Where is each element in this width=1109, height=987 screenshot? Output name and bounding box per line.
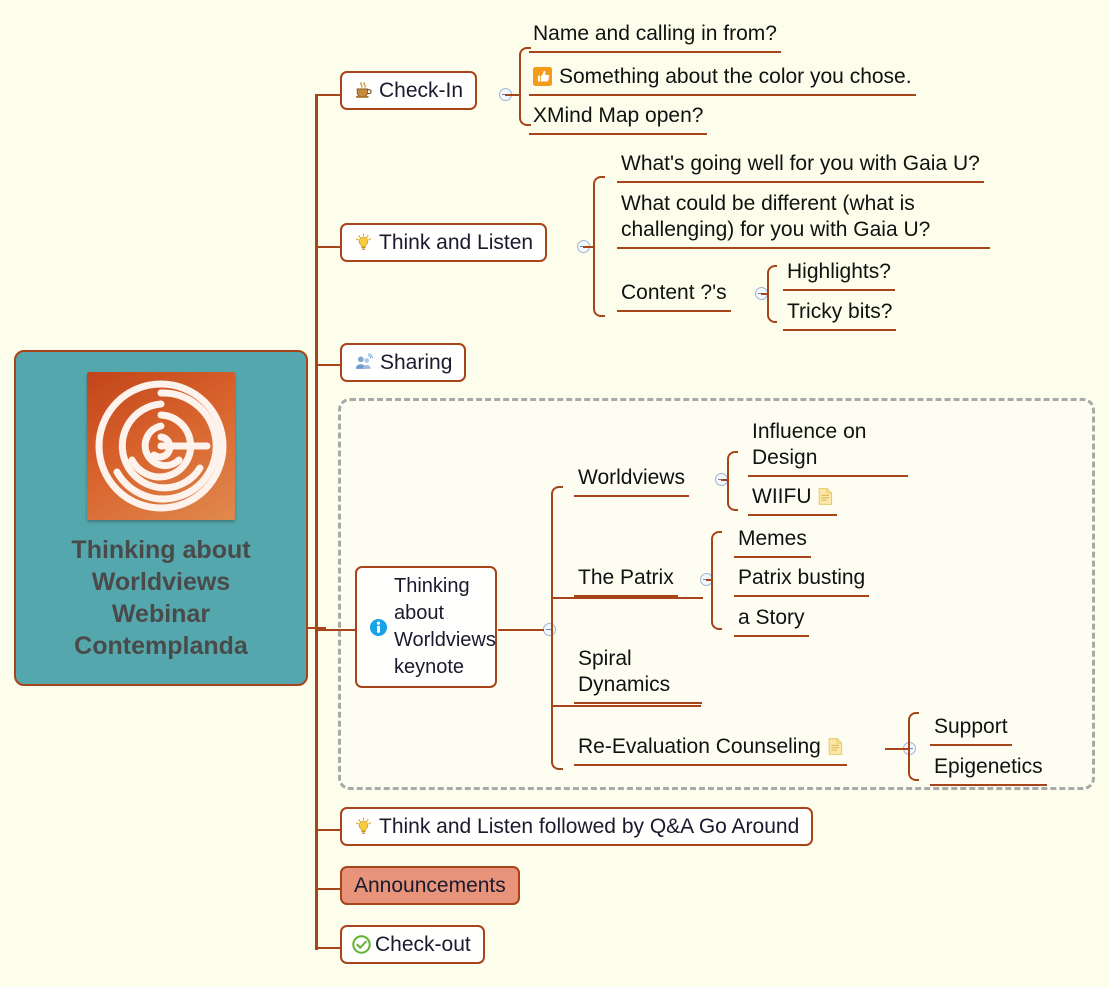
branch-link-check-out — [315, 947, 340, 949]
topic-label: Sharing — [380, 351, 453, 374]
elbow-think-bottom — [593, 245, 605, 317]
subline-check-in — [505, 94, 521, 96]
subtopic-spiral-dynamics[interactable]: Spiral Dynamics — [574, 645, 702, 704]
people-sharing-icon — [354, 353, 374, 372]
subtopic-influence-on-design[interactable]: Influence on Design — [748, 418, 908, 477]
branch-link-sharing — [315, 364, 340, 366]
topic-label: Think and Listen — [379, 231, 534, 254]
topic-check-in[interactable]: Check-In — [340, 71, 478, 111]
subtopic-tricky-bits[interactable]: Tricky bits? — [783, 298, 897, 331]
subtopic-memes[interactable]: Memes — [734, 525, 811, 558]
topic-keynote[interactable]: Thinking about Worldviews keynote — [355, 566, 497, 688]
subtopic-highlights[interactable]: Highlights? — [783, 258, 895, 291]
subline-think — [583, 246, 595, 248]
topic-label: Announcements — [354, 874, 506, 897]
branch-link-announce — [315, 888, 340, 890]
root-title: Thinking about Worldviews Webinar Contem… — [71, 536, 251, 660]
topic-label: Check-In — [379, 79, 464, 102]
lightbulb-icon — [354, 817, 373, 836]
branch-link-qa — [315, 829, 340, 831]
subtopic-patrix-busting[interactable]: Patrix busting — [734, 564, 870, 597]
subline-keynote — [498, 629, 544, 631]
green-check-icon — [351, 934, 372, 955]
topic-label: Thinking about Worldviews keynote — [394, 575, 496, 678]
elbow-content-top — [767, 265, 777, 294]
elbow-think-top — [593, 176, 605, 247]
subline-content — [761, 293, 769, 295]
subtopic-content-questions[interactable]: Content ?'s — [617, 279, 731, 312]
subtopic-going-well[interactable]: What's going well for you with Gaia U? — [617, 150, 984, 183]
coffee-cup-icon — [354, 81, 373, 100]
topic-think-and-listen[interactable]: Think and Listen — [340, 223, 548, 263]
note-icon — [818, 488, 833, 506]
elbow-patrix-top — [711, 531, 722, 580]
root-topic[interactable]: Thinking about Worldviews Webinar Contem… — [14, 350, 308, 686]
info-icon — [369, 618, 388, 637]
subtopic-worldviews[interactable]: Worldviews — [574, 464, 689, 497]
topic-label: Think and Listen followed by Q&A Go Arou… — [379, 815, 800, 838]
subtopic-epigenetics[interactable]: Epigenetics — [930, 753, 1047, 786]
subline-worldviews-link — [721, 479, 729, 481]
subtopic-wiifu[interactable]: WIIFU — [748, 483, 838, 516]
topic-label: Check-out — [375, 933, 471, 956]
subline-patrix-link — [706, 579, 712, 581]
labyrinth-logo — [87, 372, 235, 520]
subline-the-patrix — [553, 597, 703, 599]
elbow-rec-top — [908, 712, 919, 749]
topic-sharing[interactable]: Sharing — [340, 343, 467, 383]
elbow-worldviews-bottom — [727, 478, 738, 511]
elbow-patrix-bottom — [711, 578, 722, 630]
subline-spiral — [553, 705, 701, 707]
lightbulb-icon — [354, 233, 373, 252]
branch-link-keynote — [315, 629, 355, 631]
branch-link-check-in — [315, 94, 340, 96]
topic-check-out[interactable]: Check-out — [340, 925, 485, 965]
subtopic-re-evaluation-counseling[interactable]: Re-Evaluation Counseling — [574, 733, 847, 766]
elbow-check-in-bottom — [519, 93, 531, 126]
elbow-worldviews-top — [727, 451, 738, 480]
subtopic-could-be-different[interactable]: What could be different (what is challen… — [617, 190, 990, 249]
subtopic-a-story[interactable]: a Story — [734, 604, 809, 637]
elbow-content-bottom — [767, 292, 777, 323]
elbow-check-in-top — [519, 47, 531, 95]
subtopic-name-calling[interactable]: Name and calling in from? — [529, 20, 781, 53]
subtopic-the-patrix[interactable]: The Patrix — [574, 564, 678, 597]
elbow-keynote-top — [551, 486, 563, 630]
branch-link-think — [315, 246, 340, 248]
note-icon — [828, 738, 843, 756]
elbow-rec-bottom — [908, 747, 919, 781]
elbow-keynote-bottom — [551, 628, 563, 770]
subtopic-color-chose[interactable]: Something about the color you chose. — [529, 63, 916, 96]
topic-announcements[interactable]: Announcements — [340, 866, 520, 906]
subtopic-support[interactable]: Support — [930, 713, 1012, 746]
subline-rec-link — [885, 748, 909, 750]
subtopic-xmind-open[interactable]: XMind Map open? — [529, 102, 708, 135]
thumbs-up-icon — [533, 67, 552, 87]
topic-think-listen-qa[interactable]: Think and Listen followed by Q&A Go Arou… — [340, 807, 814, 847]
trunk-vertical — [315, 95, 318, 950]
